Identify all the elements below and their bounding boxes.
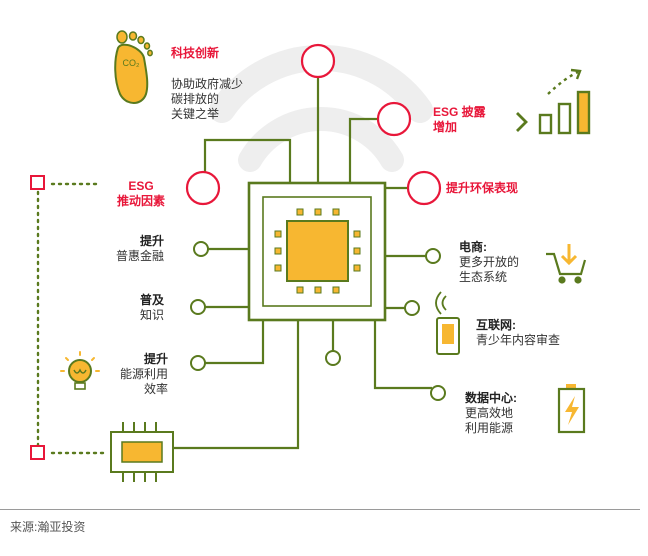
battery-charging-icon (557, 384, 586, 434)
co2-text: CO₂ (123, 58, 141, 68)
source-note: 来源:瀚亚投资 (10, 520, 86, 534)
esg-driver-marker-bottom (30, 445, 45, 460)
node-esg-disclosure (376, 101, 412, 137)
shopping-cart-icon (546, 244, 587, 284)
footer-divider (0, 509, 640, 510)
footprint-co2-icon: CO₂ (114, 30, 153, 104)
label-knowledge: 普及 知识 (139, 293, 164, 322)
line-energy (205, 320, 265, 365)
node-datacenter (430, 385, 446, 401)
label-esg-driver: ESG 推动因素 (116, 179, 165, 208)
label-data-center: 数据中心: 更高效地 利用能源 (465, 391, 517, 435)
node-knowledge (190, 299, 206, 315)
line-left-top (203, 138, 292, 183)
label-inclusive-finance: 提升 普惠金融 (115, 234, 164, 263)
light-bulb-icon (60, 351, 100, 390)
line-datacenter (373, 320, 432, 390)
memory-chip-icon (110, 422, 174, 482)
node-ecommerce (425, 248, 441, 264)
node-center-bottom (325, 350, 341, 366)
label-tech-innovation-title: 科技创新 (171, 46, 220, 60)
node-esg-driver (185, 170, 221, 206)
label-energy-efficiency: 提升 能源利用 效率 (119, 352, 168, 396)
esg-driver-dotted-line (36, 182, 110, 455)
growth-bar-chart-icon (516, 68, 591, 135)
line-esg-disclosure (348, 117, 381, 183)
line-small-chip (173, 320, 300, 450)
node-tech-innovation (300, 43, 336, 79)
label-ecommerce: 电商: 更多开放的 生态系统 (459, 240, 520, 284)
node-energy (190, 355, 206, 371)
node-internet (404, 300, 420, 316)
label-internet: 互联网: 青少年内容审查 (476, 318, 561, 347)
processor-chip-icon (247, 181, 387, 322)
esg-driver-marker-top (30, 175, 45, 190)
label-env-performance: 提升环保表现 (446, 181, 519, 195)
label-tech-innovation-desc: 协助政府减少 碳排放的 关键之举 (171, 77, 244, 121)
node-inclusive-finance (193, 241, 209, 257)
smartphone-icon (435, 291, 460, 355)
node-env-performance (406, 170, 442, 206)
label-esg-disclosure: ESG 披露 增加 (433, 105, 486, 134)
